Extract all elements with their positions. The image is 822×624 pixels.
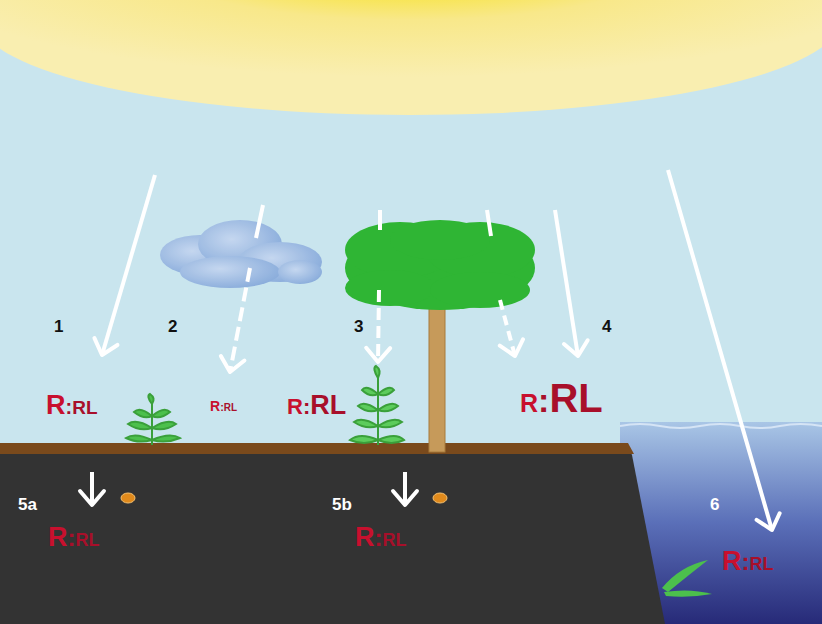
ratio-red: R [287,396,303,418]
tree-canopy [345,220,535,310]
ratio-far-red: RL [76,531,100,549]
ratio-red: R [210,399,220,413]
light-arrow [403,472,407,505]
ratio-colon: : [220,402,224,413]
light-arrow [230,268,250,372]
light-arrow [102,175,155,355]
light-arrow [378,210,382,230]
label-group: R:RL [210,399,237,413]
light-arrow [555,210,578,356]
label-group: R:RL [355,524,407,551]
cloud [160,220,322,288]
plant [350,366,404,445]
callout-number: 6 [710,496,719,513]
ratio-red: R [355,524,375,551]
callout-number: 4 [602,318,611,335]
label-group: R:RL [520,378,603,418]
label-group: 1 [54,318,63,335]
callout-number: 3 [354,318,363,335]
light-arrow [378,290,379,362]
label-group: 6 [710,496,719,513]
label-group: 5a [18,496,37,513]
soil-surface [0,443,634,454]
sun [0,0,822,115]
label-group: R:RL [48,524,100,551]
plant [126,394,180,445]
light-arrow [487,210,491,236]
ratio-colon: : [742,550,750,574]
label-group: 5b [332,496,352,513]
ratio-red: R [48,524,68,551]
callout-number: 2 [168,318,177,335]
ratio-red: R [520,391,538,416]
label-group: R:RL [46,392,98,419]
callout-number: 5b [332,496,352,513]
label-group: R:RL [287,392,346,419]
light-arrow [500,300,515,356]
callout-number: 5a [18,496,37,513]
callout-number: 1 [54,318,63,335]
seed [121,493,135,503]
label-group: R:RL [722,548,774,575]
ratio-far-red: RL [310,392,346,419]
ratio-colon: : [303,396,310,418]
ratio-red: R [46,392,66,419]
ratio-far-red: RL [224,403,237,413]
label-group: 3 [354,318,363,335]
tree-trunk [429,290,445,452]
ratio-far-red: RL [383,531,407,549]
seedling [662,560,712,597]
light-arrow [90,472,94,505]
ratio-far-red: RL [549,378,602,418]
light-arrow [256,205,263,238]
ratio-colon: : [66,397,73,417]
light-arrow [668,170,772,530]
ratio-far-red: RL [72,398,97,417]
soil [0,447,665,624]
label-group: 4 [602,318,611,335]
ratio-colon: : [375,526,383,550]
label-group: 2 [168,318,177,335]
seed [433,493,447,503]
ratio-colon: : [68,526,76,550]
ratio-colon: : [538,383,549,417]
ratio-far-red: RL [750,555,774,573]
ratio-red: R [722,548,742,575]
